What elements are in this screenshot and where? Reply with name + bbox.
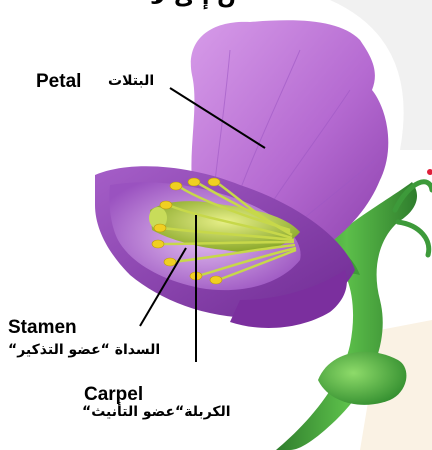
- carpel-label-en: Carpel: [84, 385, 143, 406]
- petal-label-en: Petal: [36, 72, 81, 93]
- petal-label-ar: البتلات: [108, 74, 154, 89]
- stamen-label-en: Stamen: [8, 318, 77, 339]
- anther: [170, 182, 182, 190]
- anther: [210, 276, 222, 284]
- anther: [208, 178, 220, 186]
- anther: [164, 258, 176, 266]
- anther: [152, 240, 164, 248]
- anther: [154, 224, 166, 232]
- stamen-label-ar: السداة “عضو التذكير“: [8, 343, 160, 358]
- carpel-label-ar: الكربلة“عضو التأنيث“: [82, 405, 231, 420]
- anther: [160, 201, 172, 209]
- accent-dot: [427, 169, 432, 175]
- anther: [188, 178, 200, 186]
